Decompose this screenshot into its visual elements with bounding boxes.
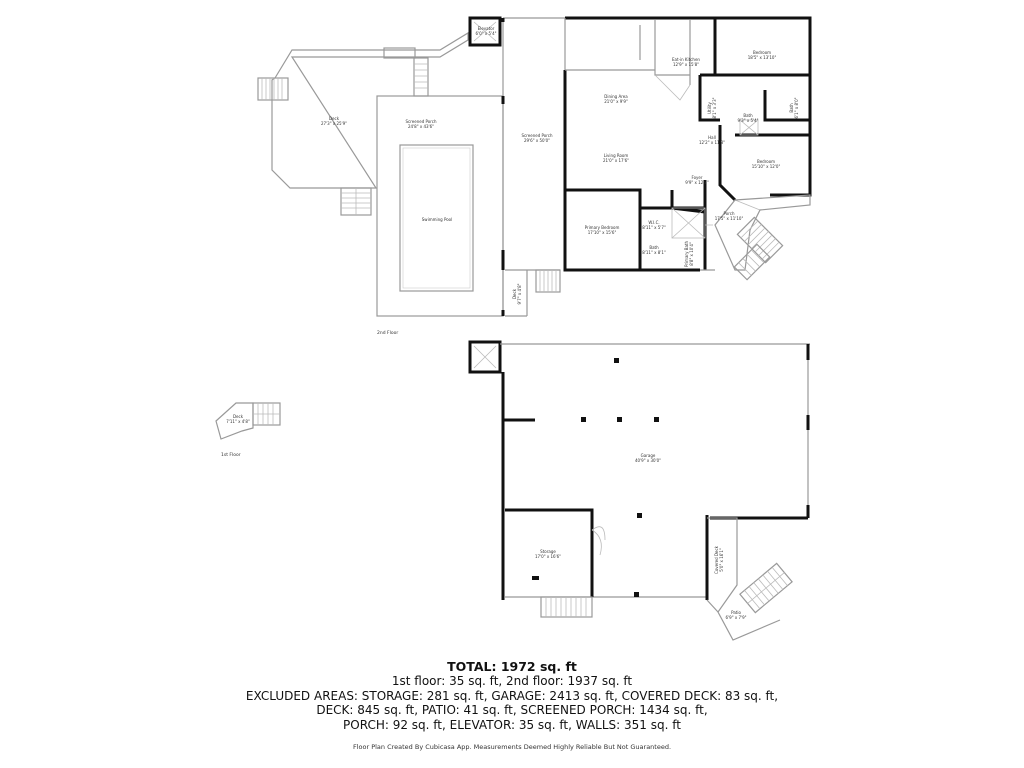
deck-outline xyxy=(271,31,469,189)
room-dims: 17'0" x 16'6" xyxy=(535,554,561,559)
floor-label-2nd: 2nd Floor xyxy=(377,330,398,336)
room-dims: 9'9" x 12'8" xyxy=(685,180,709,185)
room-dims: 24'8" x 43'6" xyxy=(408,124,434,129)
screened-porch-pool-area xyxy=(376,95,504,317)
floor-areas: 1st floor: 35 sq. ft, 2nd floor: 1937 sq… xyxy=(391,674,633,688)
patio-stairs xyxy=(739,562,793,614)
room-dims: 9'7" x 4'8" xyxy=(517,283,522,304)
room-label: Elevator xyxy=(478,26,495,31)
first-floor-plan: Deck 7'11" x 4'8" 1st Floor Garage 40'9"… xyxy=(215,340,810,641)
garage-walls xyxy=(501,344,810,600)
room-dims: 8'11" x 5'7" xyxy=(642,225,666,230)
room-label: Swimming Pool xyxy=(422,217,452,222)
room-dims: 6'0" x 5'4" xyxy=(476,31,497,36)
room-dims: 12'2" x 11'8" xyxy=(699,140,725,145)
room-label: Screened Porch xyxy=(405,119,436,124)
room-dims: 17'10" x 15'6" xyxy=(588,230,617,235)
room-label: Deck xyxy=(233,414,244,419)
elevator-shaft xyxy=(468,16,502,47)
room-label: Primary Bedroom xyxy=(585,225,620,230)
room-dims: 15'10" x 12'0" xyxy=(752,164,781,169)
floor-label-1st: 1st Floor xyxy=(221,452,241,458)
room-label: Living Room xyxy=(604,153,629,158)
room-dims: 8'1" x 3'3" xyxy=(712,97,717,118)
room-dims: 21'0" x 17'6" xyxy=(603,158,629,163)
room-label: Storage xyxy=(540,549,556,554)
excluded-areas-line-1: EXCLUDED AREAS: STORAGE: 281 sq. ft, GAR… xyxy=(245,688,779,703)
room-label: Bath xyxy=(743,113,753,118)
excluded-areas-line-2: DECK: 845 sq. ft, PATIO: 41 sq. ft, SCRE… xyxy=(316,703,708,717)
room-dims: 8'8" x 10'4" xyxy=(689,242,694,266)
room-label: Screened Porch xyxy=(521,133,552,138)
room-label: Patio xyxy=(731,610,741,615)
room-label: Primary Bath xyxy=(684,241,689,267)
room-dims: 7'11" x 4'8" xyxy=(226,419,250,424)
room-dims: 8'11" x 8'1" xyxy=(642,250,666,255)
room-label: Foyer xyxy=(691,175,702,180)
credit-note: Floor Plan Created By Cubicasa App. Meas… xyxy=(352,743,672,751)
room-dims: 12'9" x 15'8" xyxy=(673,62,699,67)
room-dims: 5'0" x 16'1" xyxy=(719,548,724,572)
room-dims: 9'3" x 5'4" xyxy=(738,118,759,123)
room-label: Deck xyxy=(512,288,517,299)
stairs xyxy=(257,47,429,216)
room-dims: 6'1" x 8'0" xyxy=(794,97,799,118)
room-dims: 6'9" x 7'9" xyxy=(726,615,747,620)
room-dims: 29'6" x 50'0" xyxy=(524,138,550,143)
room-label: W.I.C. xyxy=(648,220,659,225)
room-label: Garage xyxy=(641,453,656,458)
storage-stairs xyxy=(540,596,593,618)
room-dims: 17'5" x 11'10" xyxy=(715,216,744,221)
room-label: Bath xyxy=(789,103,794,113)
swimming-pool xyxy=(399,144,474,292)
room-dims: 21'0" x 9'9" xyxy=(604,99,628,104)
room-label: Bath xyxy=(649,245,659,250)
excluded-areas-line-3: PORCH: 92 sq. ft, ELEVATOR: 35 sq. ft, W… xyxy=(343,717,681,732)
porch-stairs xyxy=(736,216,784,264)
room-label: Porch xyxy=(723,211,734,216)
room-label: Utility xyxy=(707,101,712,113)
room-label: Bedroom xyxy=(757,159,775,164)
room-label: Covered Deck xyxy=(714,545,719,574)
room-dims: 18'5" x 13'10" xyxy=(748,55,777,60)
room-label: Hall xyxy=(708,135,716,140)
room-label: Dining Area xyxy=(604,94,628,99)
room-dims: 27'3" x 25'9" xyxy=(321,121,347,126)
room-label: Deck xyxy=(329,116,340,121)
total-area: TOTAL: 1972 sq. ft xyxy=(447,659,577,674)
room-label: Eat-in Kitchen xyxy=(672,57,700,62)
room-dims: 40'9" x 30'0" xyxy=(635,458,661,463)
elevator-shaft xyxy=(468,340,502,374)
room-label: Bedroom xyxy=(753,50,771,55)
second-floor-plan: Elevator 6'0" x 5'4" Deck 27'3" x 25'9" … xyxy=(257,16,812,336)
